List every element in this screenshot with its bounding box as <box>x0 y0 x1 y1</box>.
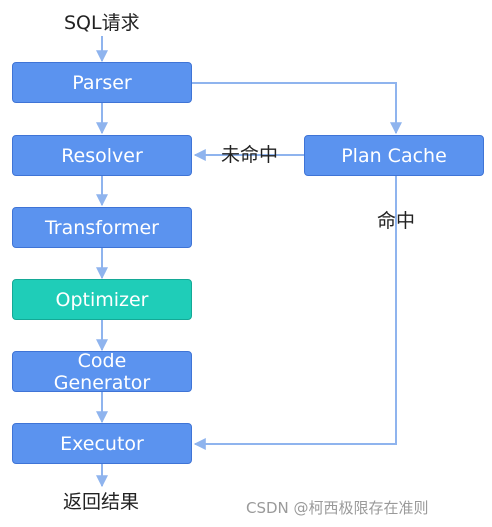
arrow-parser-plancache <box>192 82 402 135</box>
input-label: SQL请求 <box>64 12 140 34</box>
hit-label: 命中 <box>377 210 416 232</box>
code-generator-node: Code Generator <box>12 349 192 394</box>
plan-cache-node: Plan Cache <box>304 135 484 176</box>
code-generator-line-2: Generator <box>53 371 151 394</box>
resolver-node: Resolver <box>12 135 192 176</box>
parser-node: Parser <box>12 62 192 103</box>
miss-label: 未命中 <box>221 144 279 166</box>
watermark: CSDN @柯西极限存在准则 <box>246 499 429 517</box>
optimizer-node: Optimizer <box>12 279 192 320</box>
arrow-plancache-executor <box>193 176 397 450</box>
transformer-node: Transformer <box>12 207 192 248</box>
code-generator-line-1: Code <box>77 349 127 372</box>
executor-node: Executor <box>12 423 192 464</box>
output-label: 返回结果 <box>63 491 140 513</box>
